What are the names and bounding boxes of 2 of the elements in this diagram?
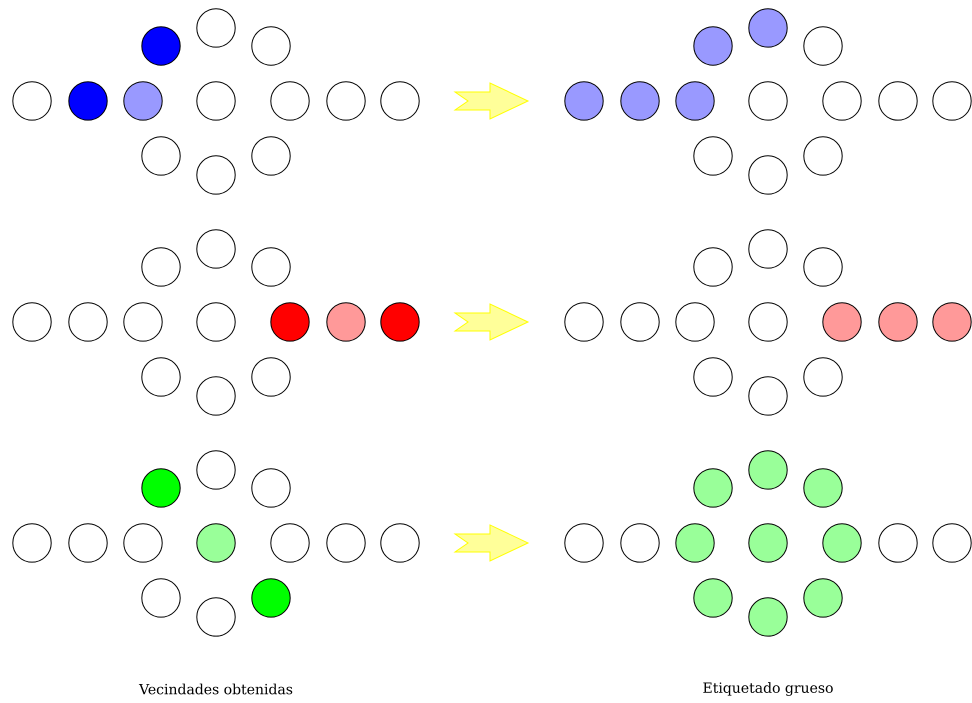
- caption-text: Vecindades obtenidas: [138, 684, 292, 694]
- caption-text: Etiquetado grueso: [703, 682, 833, 696]
